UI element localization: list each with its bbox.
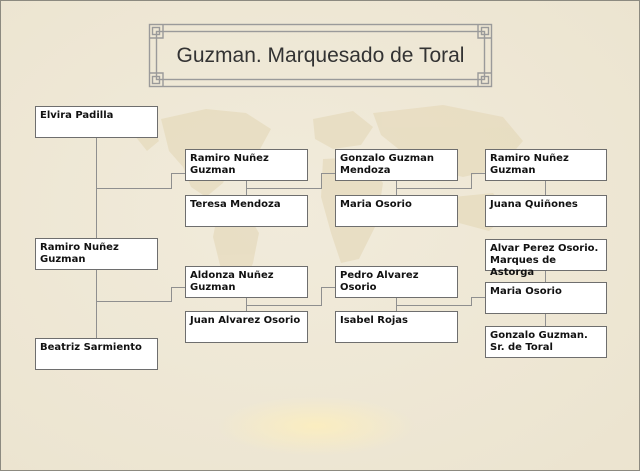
tick-gen3-upper [396,173,485,189]
branch-line-lower [96,287,185,302]
person-maria-osorio-gen3[interactable]: Maria Osorio [335,195,458,227]
person-name: Isabel Rojas [340,315,408,326]
title-frame [148,23,493,88]
person-ramiro-nunez-guzman-gen4[interactable]: Ramiro Nuñez Guzman [485,149,607,181]
person-juan-alvarez-osorio[interactable]: Juan Alvarez Osorio [185,311,308,343]
person-name: Alvar Perez Osorio. Marques de Astorga [490,243,599,278]
tick-gen3-lower [396,297,485,306]
person-name: Ramiro Nuñez Guzman [190,153,269,176]
background-glow [216,396,416,456]
person-beatriz-sarmiento[interactable]: Beatriz Sarmiento [35,338,158,370]
person-name: Juan Alvarez Osorio [190,315,301,326]
person-name: Teresa Mendoza [190,199,281,210]
person-maria-osorio-gen4[interactable]: Maria Osorio [485,282,607,314]
person-juana-quinones[interactable]: Juana Quiñones [485,195,607,227]
person-name: Maria Osorio [490,286,562,297]
person-ramiro-nunez-guzman-gen1[interactable]: Ramiro Nuñez Guzman [35,238,158,270]
chart-title: Guzman. Marquesado de Toral [176,43,465,67]
person-name: Ramiro Nuñez Guzman [40,242,119,265]
person-gonzalo-guzman-sr-toral[interactable]: Gonzalo Guzman. Sr. de Toral [485,326,607,358]
person-pedro-alvarez-osorio[interactable]: Pedro Alvarez Osorio [335,266,458,298]
person-name: Gonzalo Guzman Mendoza [340,153,434,176]
person-aldonza-nunez-guzman[interactable]: Aldonza Nuñez Guzman [185,266,308,298]
person-name: Aldonza Nuñez Guzman [190,270,274,293]
person-teresa-mendoza[interactable]: Teresa Mendoza [185,195,308,227]
person-elvira-padilla[interactable]: Elvira Padilla [35,106,158,138]
person-gonzalo-guzman-mendoza[interactable]: Gonzalo Guzman Mendoza [335,149,458,181]
person-alvar-perez-osorio[interactable]: Alvar Perez Osorio. Marques de Astorga [485,239,607,278]
person-name: Beatriz Sarmiento [40,342,142,353]
tick-gen2-upper [246,173,335,189]
person-name: Juana Quiñones [490,199,578,210]
person-name: Pedro Alvarez Osorio [340,270,419,293]
person-name: Gonzalo Guzman. Sr. de Toral [490,330,588,353]
person-isabel-rojas[interactable]: Isabel Rojas [335,311,458,343]
person-name: Maria Osorio [340,199,412,210]
person-name: Elvira Padilla [40,110,114,121]
branch-line-upper [96,173,185,189]
tick-gen2-lower [246,287,335,306]
person-ramiro-nunez-guzman-gen2[interactable]: Ramiro Nuñez Guzman [185,149,308,181]
person-name: Ramiro Nuñez Guzman [490,153,569,176]
